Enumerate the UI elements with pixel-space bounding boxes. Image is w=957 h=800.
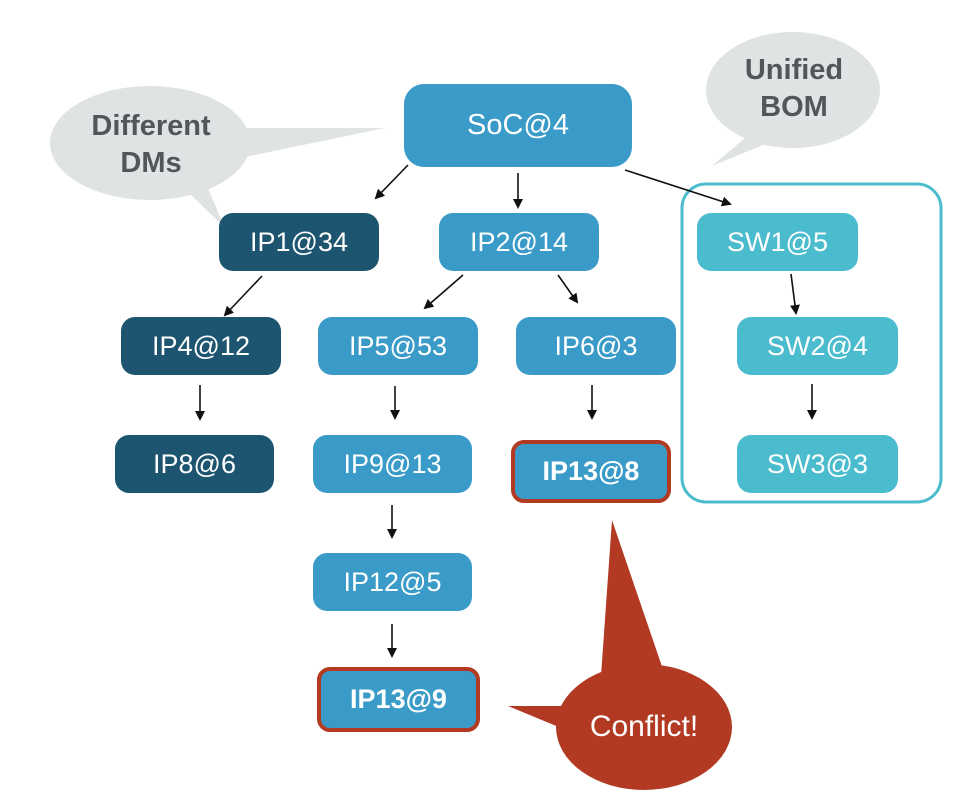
node-ip13-9[interactable]: IP13@9 <box>317 667 480 732</box>
arrow-ip2-ip5 <box>423 274 464 310</box>
node-ip5[interactable]: IP5@53 <box>318 317 478 375</box>
different-dms-label: Different DMs <box>60 108 242 182</box>
sw-group-box <box>680 182 943 504</box>
node-ip12[interactable]: IP12@5 <box>313 553 472 611</box>
different-dms-line1: Different <box>91 110 211 142</box>
unified-bom-line1: Unified <box>744 54 844 86</box>
arrow-ip2-ip6 <box>557 274 579 304</box>
node-ip9[interactable]: IP9@13 <box>313 435 472 493</box>
conflict-bubble <box>508 520 732 790</box>
arrow-sw1-sw2 <box>790 273 800 315</box>
node-ip8[interactable]: IP8@6 <box>115 435 274 493</box>
node-sw1[interactable]: SW1@5 <box>697 213 858 271</box>
conflict-label: Conflict! <box>589 710 699 743</box>
node-soc[interactable]: SoC@4 <box>404 84 632 167</box>
unified-bom-label: Unified BOM <box>706 52 882 126</box>
node-sw3[interactable]: SW3@3 <box>737 435 898 493</box>
arrow-ip1-ip4 <box>223 275 263 317</box>
node-sw2[interactable]: SW2@4 <box>737 317 898 375</box>
node-ip4[interactable]: IP4@12 <box>121 317 281 375</box>
arrow-soc-ip1 <box>374 164 409 200</box>
node-ip1[interactable]: IP1@34 <box>219 213 379 271</box>
unified-bom-bubble <box>706 32 880 166</box>
arrow-soc-sw1 <box>624 169 732 207</box>
node-ip6[interactable]: IP6@3 <box>516 317 676 375</box>
unified-bom-line2: BOM <box>760 91 828 123</box>
different-dms-line2: DMs <box>120 147 182 179</box>
node-ip2[interactable]: IP2@14 <box>439 213 599 271</box>
different-dms-bubble <box>50 86 385 228</box>
node-ip13-8[interactable]: IP13@8 <box>511 440 671 503</box>
